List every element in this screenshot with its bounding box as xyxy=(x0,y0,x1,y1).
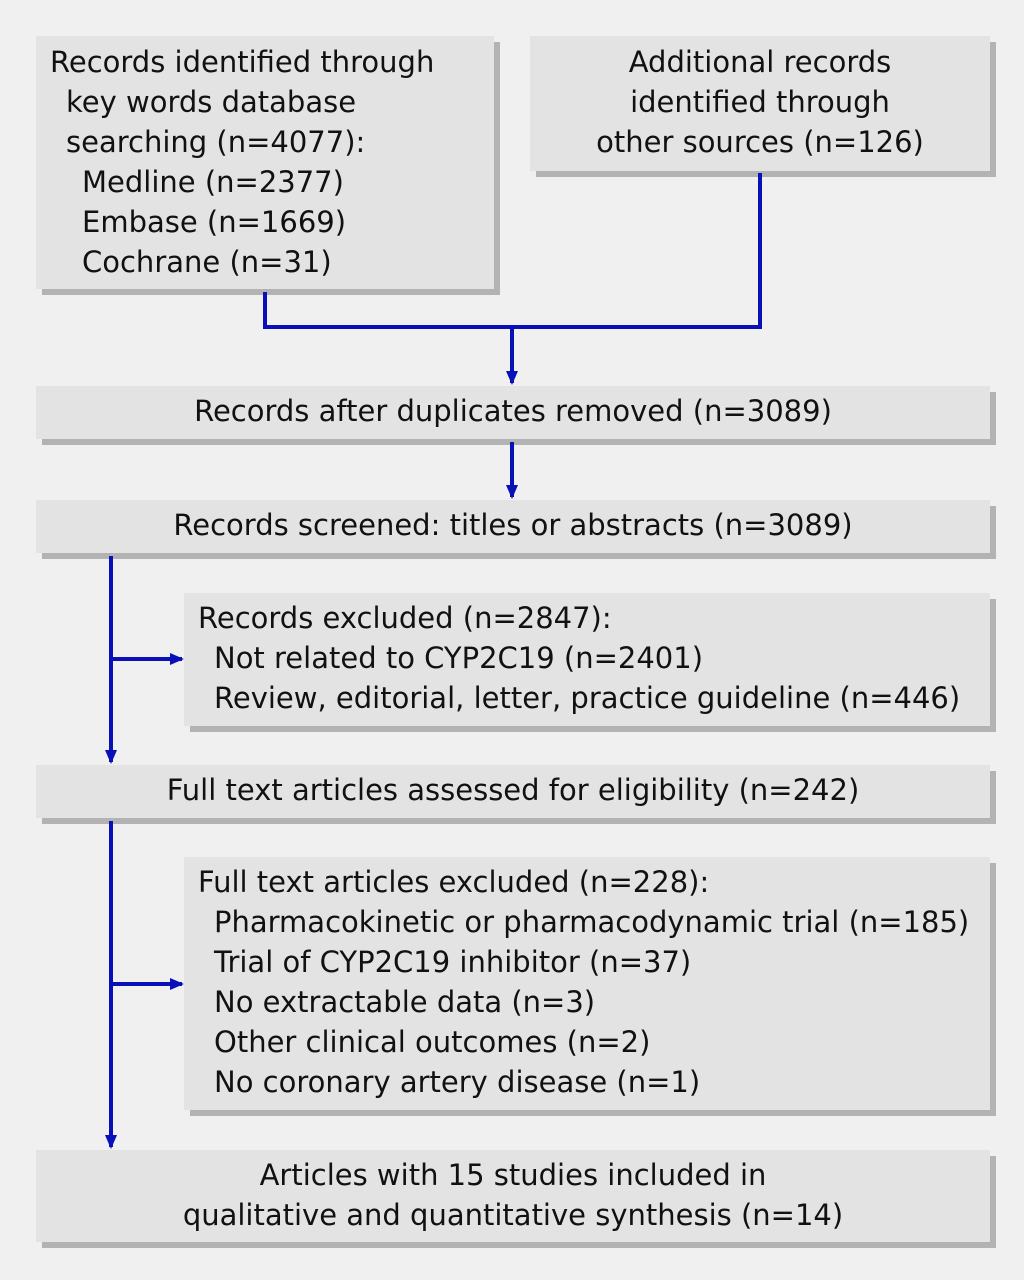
full-text-excluded-line-6: No coronary artery disease (n=1) xyxy=(214,1065,701,1099)
included-line-2: qualitative and quantitative synthesis (… xyxy=(182,1198,844,1232)
identified-db-line-2: key words database xyxy=(66,85,357,119)
full-text-excluded-line-5: Other clinical outcomes (n=2) xyxy=(214,1025,651,1059)
full-text-assessed-box: Full text articles assessed for eligibil… xyxy=(36,765,990,818)
full-text-assessed-text: Full text articles assessed for eligibil… xyxy=(166,773,860,807)
identified-other-line-1: Additional records xyxy=(628,45,892,79)
full-text-excluded-line-2: Pharmacokinetic or pharmacodynamic trial… xyxy=(214,905,970,939)
screened-text: Records screened: titles or abstracts (n… xyxy=(173,508,853,542)
identified-other-line-3: other sources (n=126) xyxy=(596,125,924,159)
full-text-excluded-line-1: Full text articles excluded (n=228): xyxy=(198,865,710,899)
excluded-records-line-3: Review, editorial, letter, practice guid… xyxy=(214,681,961,715)
identified-db-line-1: Records identified through xyxy=(50,45,435,79)
merge-connector-line xyxy=(263,173,762,329)
excluded-records-line-1: Records excluded (n=2847): xyxy=(198,601,612,635)
excluded-records-line-2: Not related to CYP2C19 (n=2401) xyxy=(214,641,704,675)
identified-db-cochrane: Cochrane (n=31) xyxy=(82,245,332,279)
identified-db-medline: Medline (n=2377) xyxy=(82,165,344,199)
identified-other-line-2: identified through xyxy=(630,85,890,119)
excluded-records-box: Records excluded (n=2847): Not related t… xyxy=(184,593,990,726)
screened-box: Records screened: titles or abstracts (n… xyxy=(36,500,990,553)
after-duplicates-text: Records after duplicates removed (n=3089… xyxy=(194,394,832,428)
full-text-excluded-line-3: Trial of CYP2C19 inhibitor (n=37) xyxy=(214,945,692,979)
included-line-1: Articles with 15 studies included in xyxy=(259,1158,767,1192)
after-duplicates-box: Records after duplicates removed (n=3089… xyxy=(36,386,990,439)
identified-other-box: Additional records identified through ot… xyxy=(530,36,990,171)
full-text-excluded-box: Full text articles excluded (n=228): Pha… xyxy=(184,857,990,1110)
identified-db-line-3: searching (n=4077): xyxy=(66,125,366,159)
full-text-excluded-line-4: No extractable data (n=3) xyxy=(214,985,596,1019)
identified-db-embase: Embase (n=1669) xyxy=(82,205,347,239)
identified-database-box: Records identified through key words dat… xyxy=(36,36,494,289)
included-box: Articles with 15 studies included in qua… xyxy=(36,1150,990,1242)
